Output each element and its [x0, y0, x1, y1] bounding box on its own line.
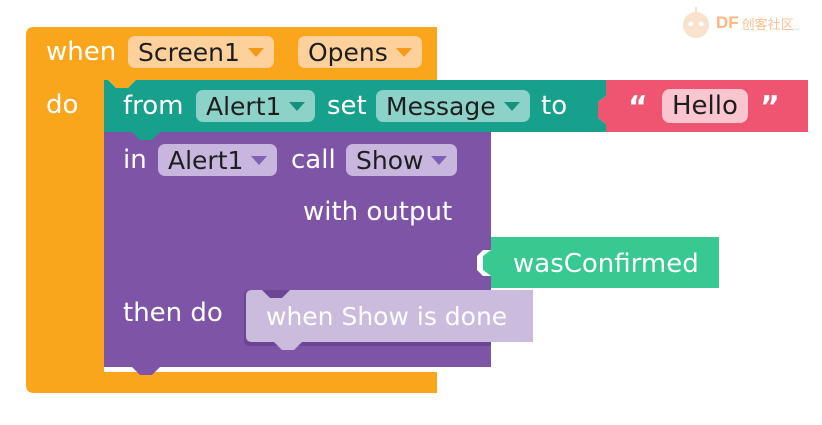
call-component-label: Alert1 — [168, 145, 244, 175]
do-keyword: do — [46, 90, 79, 120]
was-confirmed-label: wasConfirmed — [513, 249, 699, 279]
setter-component-label: Alert1 — [206, 91, 282, 121]
when-show-is-done-block[interactable] — [246, 290, 533, 350]
property-dropdown-label: Message — [386, 91, 496, 121]
set-keyword: set — [327, 91, 367, 121]
when-show-is-done-label: when Show is done — [266, 302, 508, 331]
when-keyword: when — [46, 37, 117, 67]
close-quote-icon: ” — [760, 90, 780, 125]
hello-text-value: Hello — [672, 91, 738, 121]
df-site-text: 创客社区 — [741, 16, 794, 32]
property-dropdown[interactable]: Message — [376, 90, 530, 122]
with-output-label: with output — [303, 197, 453, 227]
robot-mascot-icon — [683, 7, 709, 38]
chevron-down-icon — [247, 47, 264, 57]
chevron-down-icon — [395, 47, 412, 57]
open-quote-icon: “ — [628, 90, 648, 125]
chevron-down-icon — [289, 101, 306, 111]
method-dropdown-label: Show — [356, 145, 424, 175]
df-logo: DF 创客社区 — [676, 6, 794, 40]
setter-component-dropdown[interactable]: Alert1 — [196, 90, 316, 122]
call-keyword: call — [291, 145, 336, 175]
df-logo-text: DF — [716, 13, 739, 32]
chevron-down-icon — [431, 155, 448, 165]
hello-text-field[interactable]: Hello — [662, 89, 748, 123]
chevron-down-icon — [503, 101, 520, 111]
then-do-label: then do — [123, 298, 223, 328]
screen1-dropdown-label: Screen1 — [138, 37, 240, 67]
screen1-dropdown[interactable]: Screen1 — [128, 36, 274, 68]
call-component-dropdown[interactable]: Alert1 — [158, 144, 278, 176]
chevron-down-icon — [251, 155, 268, 165]
method-dropdown[interactable]: Show — [346, 144, 458, 176]
to-keyword: to — [541, 91, 568, 121]
was-confirmed-block[interactable] — [483, 237, 719, 288]
in-keyword: in — [123, 145, 147, 175]
opens-dropdown-label: Opens — [308, 37, 388, 67]
from-keyword: from — [123, 91, 184, 121]
opens-dropdown[interactable]: Opens — [298, 36, 422, 68]
